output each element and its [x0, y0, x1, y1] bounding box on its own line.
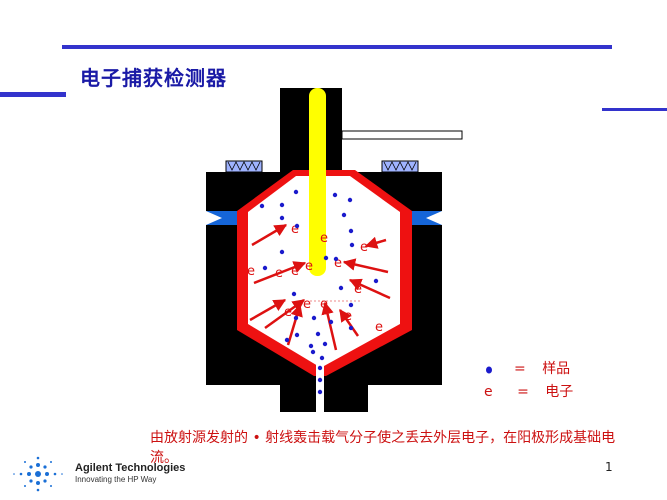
sample-dot	[315, 331, 321, 337]
sample-dot	[294, 332, 300, 338]
sample-dot	[338, 285, 344, 291]
outlet-tube	[316, 362, 324, 412]
sample-dot	[317, 377, 323, 383]
sample-dot	[259, 203, 265, 209]
legend-sample-dot	[486, 366, 492, 374]
electron-label: e	[375, 320, 383, 335]
left-accent-bar	[0, 92, 66, 97]
beta-arrow	[253, 261, 307, 285]
side-fitting-left	[206, 211, 240, 225]
sample-dot	[293, 189, 299, 195]
sample-dot	[284, 337, 290, 343]
legend-sample-label: 样品	[542, 361, 571, 377]
electron-label: e	[305, 259, 313, 274]
right-accent-bar	[602, 108, 667, 111]
beta-radiation-arrows	[249, 223, 391, 351]
sample-dot	[291, 291, 297, 297]
electron-label: e	[334, 256, 342, 271]
slide-title: 电子捕获检测器	[80, 66, 227, 90]
sample-dot	[347, 197, 353, 203]
sample-dot	[317, 389, 323, 395]
beta-arrow	[286, 303, 303, 346]
beta-arrow	[364, 236, 387, 249]
legend-sample-row: = 样品	[514, 358, 570, 378]
sample-dot	[319, 355, 325, 361]
page-number: 1	[605, 460, 613, 474]
sample-dot	[310, 349, 316, 355]
electron-label: e	[320, 297, 328, 312]
agilent-spark-logo	[13, 456, 63, 492]
electron-label: e	[284, 305, 292, 320]
insulator-cap-right	[381, 160, 419, 173]
beta-arrow	[348, 278, 391, 300]
gas-inlet-tube	[341, 130, 463, 140]
sample-dot	[322, 341, 328, 347]
sample-molecules	[259, 189, 379, 395]
sample-dot	[332, 192, 338, 198]
electron-label: e	[291, 264, 299, 279]
sample-dot	[348, 228, 354, 234]
sample-dot	[279, 249, 285, 255]
legend-electron-symbol: e	[484, 384, 493, 400]
electron-label: e	[303, 297, 311, 312]
sample-dot	[311, 315, 317, 321]
sample-dot	[293, 315, 299, 321]
legend-equals: =	[517, 384, 529, 400]
electron-label: e	[344, 309, 352, 324]
legend-electron-row: e = 电子	[484, 381, 573, 401]
brand-tagline: Innovating the HP Way	[75, 475, 157, 484]
sample-dot	[317, 365, 323, 371]
sample-dot	[333, 256, 339, 262]
electron-label: e	[360, 240, 368, 255]
top-rule	[62, 45, 612, 49]
beta-arrow	[321, 301, 338, 351]
brand: Agilent Technologies Innovating the HP W…	[75, 462, 185, 484]
electron-label: e	[320, 231, 328, 246]
beta-arrow	[251, 223, 288, 247]
beta-arrow	[249, 298, 287, 322]
beta-arrow	[338, 308, 360, 337]
caption: 由放射源发射的 • 射线轰击载气分子使之丢去外层电子，在阳极形成基础电流。	[150, 430, 616, 466]
electron-label: e	[275, 266, 283, 281]
electron-labels: e e e e e e e e e e e e e e	[247, 222, 383, 335]
electron-label: e	[291, 222, 299, 237]
sample-dot	[373, 278, 379, 284]
sample-dot	[323, 255, 329, 261]
anode-rod	[309, 88, 326, 276]
sample-dot	[348, 302, 354, 308]
sample-dot	[279, 215, 285, 221]
electron-label: e	[354, 282, 362, 297]
sample-dot	[348, 325, 354, 331]
brand-name: Agilent Technologies	[75, 462, 186, 474]
sample-dot	[308, 343, 314, 349]
sample-dot	[349, 242, 355, 248]
legend-equals: =	[514, 361, 526, 377]
insulator-cap-left	[225, 160, 263, 173]
legend-electron-label: 电子	[545, 384, 574, 400]
sample-dot	[279, 202, 285, 208]
sample-dot	[294, 223, 300, 229]
side-fitting-right	[408, 211, 442, 225]
beta-arrow	[342, 258, 389, 274]
sample-dot	[328, 319, 334, 325]
sample-dot	[341, 212, 347, 218]
sample-dot	[262, 265, 268, 271]
electron-label: e	[247, 264, 255, 279]
